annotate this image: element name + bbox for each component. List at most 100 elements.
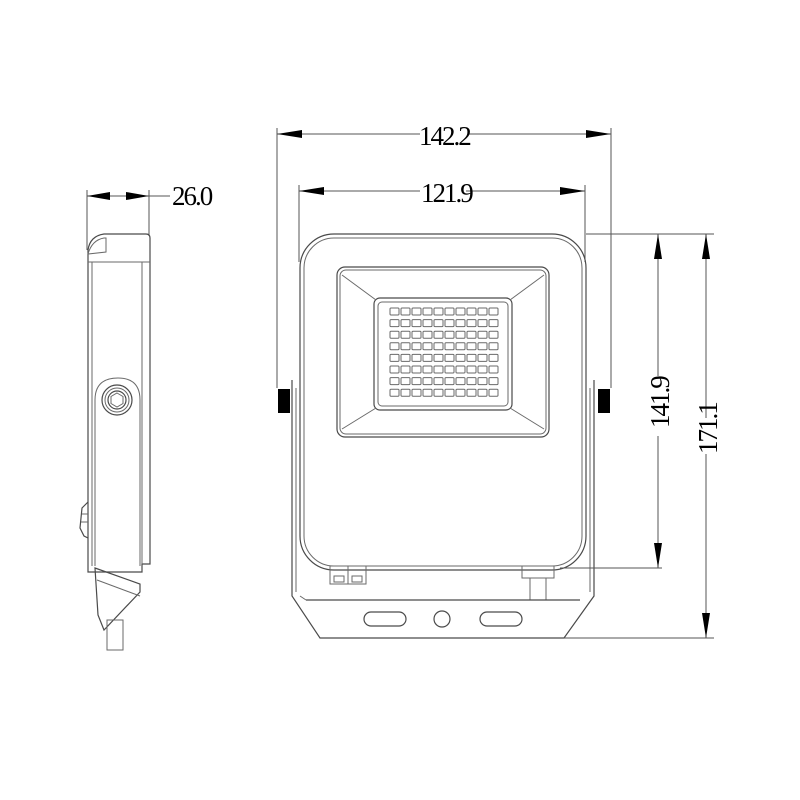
led-chip-icon: [422, 388, 433, 397]
led-chip-icon: [444, 307, 455, 316]
led-chip-icon: [389, 342, 400, 351]
led-chip-icon: [477, 330, 488, 339]
led-chip-icon: [466, 330, 477, 339]
led-chip-icon: [488, 377, 499, 386]
led-chip-icon: [422, 353, 433, 362]
pivot-bolt-icon: [101, 384, 133, 416]
led-chip-icon: [466, 353, 477, 362]
led-chip-icon: [433, 365, 444, 374]
led-chip-icon: [411, 388, 422, 397]
led-chip-icon: [488, 307, 499, 316]
led-chip-icon: [411, 330, 422, 339]
led-chip-icon: [455, 319, 466, 328]
led-chip-icon: [477, 353, 488, 362]
led-chip-icon: [389, 353, 400, 362]
led-chip-icon: [444, 365, 455, 374]
led-chip-icon: [488, 353, 499, 362]
front-view: 142.2 121.9: [276, 121, 723, 639]
led-chip-icon: [444, 330, 455, 339]
mount-slot-right: [479, 611, 523, 627]
led-chip-icon: [400, 365, 411, 374]
led-chip-icon: [455, 330, 466, 339]
led-chip-icon: [411, 319, 422, 328]
led-chip-icon: [444, 388, 455, 397]
led-chip-icon: [433, 330, 444, 339]
led-chip-icon: [389, 377, 400, 386]
depth-label: 26.0: [172, 181, 213, 211]
led-chip-icon: [389, 307, 400, 316]
led-chip-icon: [389, 330, 400, 339]
led-chip-icon: [488, 319, 499, 328]
depth-dimension: 26.0: [86, 181, 215, 250]
led-chip-icon: [422, 342, 433, 351]
body-width-dimension: 121.9: [298, 178, 586, 262]
led-chip-icon: [411, 307, 422, 316]
led-chip-icon: [389, 319, 400, 328]
led-chip-icon: [400, 319, 411, 328]
led-chip-icon: [422, 319, 433, 328]
right-knob-icon: [598, 389, 610, 413]
body-height-label: 141.9: [645, 376, 675, 428]
lens-bezel: [336, 266, 550, 438]
led-chip-icon: [488, 388, 499, 397]
led-chip-icon: [455, 342, 466, 351]
led-chip-icon: [400, 377, 411, 386]
led-chip-icon: [488, 365, 499, 374]
led-chip-icon: [411, 342, 422, 351]
led-chip-icon: [400, 307, 411, 316]
led-chip-icon: [455, 353, 466, 362]
led-chip-icon: [455, 365, 466, 374]
led-chip-icon: [477, 377, 488, 386]
led-chip-icon: [466, 307, 477, 316]
led-chip-icon: [422, 330, 433, 339]
led-chip-icon: [400, 353, 411, 362]
overall-width-dimension: 142.2: [276, 121, 612, 388]
body-width-label: 121.9: [421, 178, 473, 208]
mount-slot-left: [363, 611, 407, 627]
led-chip-icon: [466, 365, 477, 374]
led-chip-icon: [433, 319, 444, 328]
led-chip-icon: [466, 342, 477, 351]
side-view: 26.0: [79, 181, 215, 651]
led-chip-icon: [400, 388, 411, 397]
led-chip-icon: [477, 365, 488, 374]
led-chip-icon: [466, 388, 477, 397]
led-chip-icon: [422, 377, 433, 386]
led-chip-icon: [433, 307, 444, 316]
led-chip-icon: [433, 388, 444, 397]
led-chip-icon: [477, 388, 488, 397]
led-chip-icon: [411, 353, 422, 362]
led-chip-icon: [477, 319, 488, 328]
led-chip-icon: [433, 342, 444, 351]
led-chip-icon: [400, 342, 411, 351]
body-height-dimension: 141.9: [560, 233, 675, 569]
led-chip-icon: [422, 307, 433, 316]
led-chip-icon: [444, 353, 455, 362]
overall-height-dimension: 171.1: [564, 233, 723, 639]
led-chip-icon: [411, 365, 422, 374]
led-chip-icon: [389, 388, 400, 397]
led-chip-icon: [488, 330, 499, 339]
overall-width-label: 142.2: [419, 121, 471, 151]
led-chip-icon: [422, 365, 433, 374]
led-chip-icon: [389, 365, 400, 374]
led-chip-icon: [477, 307, 488, 316]
led-chip-icon: [411, 377, 422, 386]
left-knob-icon: [278, 389, 290, 413]
led-array: [389, 307, 499, 397]
led-chip-icon: [444, 342, 455, 351]
led-chip-icon: [488, 342, 499, 351]
led-chip-icon: [455, 377, 466, 386]
led-chip-icon: [444, 377, 455, 386]
led-chip-icon: [400, 330, 411, 339]
led-chip-icon: [433, 353, 444, 362]
led-chip-icon: [433, 377, 444, 386]
led-chip-icon: [455, 307, 466, 316]
mount-hole-center: [433, 610, 451, 628]
led-chip-icon: [466, 377, 477, 386]
led-chip-icon: [466, 319, 477, 328]
led-chip-icon: [477, 342, 488, 351]
overall-height-label: 171.1: [693, 403, 723, 454]
led-chip-icon: [455, 388, 466, 397]
